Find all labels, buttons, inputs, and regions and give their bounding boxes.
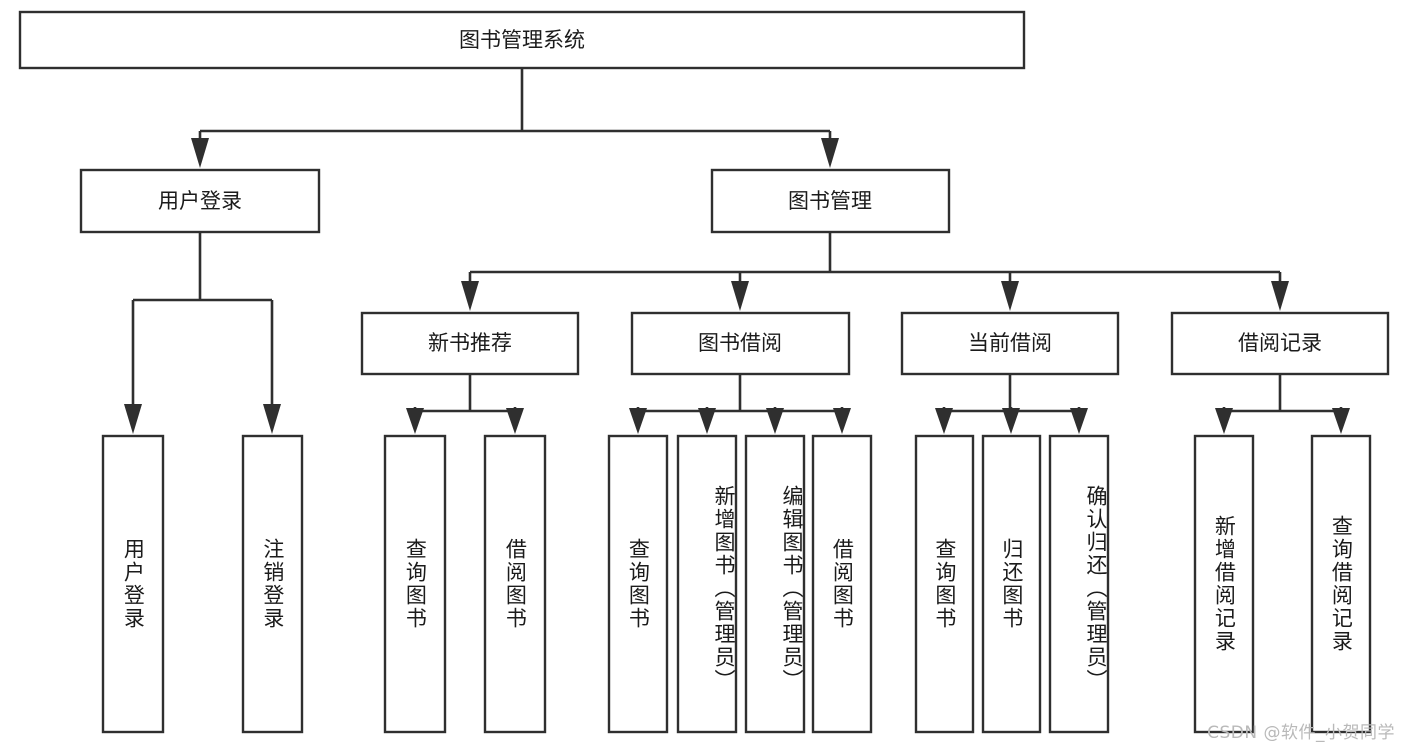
arrowheads-layer	[124, 138, 1350, 434]
node-leaf-add-record[interactable]	[1193, 434, 1255, 734]
arrow-icon-to-leaf-query-book-3	[935, 408, 953, 434]
node-current-borrow[interactable]	[900, 311, 1120, 376]
node-book-manage[interactable]	[710, 168, 951, 234]
node-book-manage-label: 图书管理	[788, 189, 872, 213]
arrow-icon-to-leaf-borrow-book-2	[833, 408, 851, 434]
arrow-icon-to-leaf-add-record	[1215, 408, 1233, 434]
arrow-icon-to-book-manage	[821, 138, 839, 168]
arrow-icon-to-current-borrow	[1001, 281, 1019, 311]
node-user-login[interactable]	[79, 168, 321, 234]
arrow-icon-to-book-borrow	[731, 281, 749, 311]
connectors-layer	[131, 68, 1343, 413]
arrow-icon-to-leaf-user-login	[124, 404, 142, 434]
node-leaf-query-book-3[interactable]	[914, 434, 975, 734]
node-borrow-record-label: 借阅记录	[1238, 331, 1322, 355]
node-root[interactable]	[18, 10, 1026, 70]
arrow-icon-to-leaf-edit-book	[766, 408, 784, 434]
node-leaf-query-book-2[interactable]	[607, 434, 669, 734]
node-new-book-recommend-label: 新书推荐	[428, 331, 512, 355]
arrow-icon-to-leaf-return-book	[1002, 408, 1020, 434]
arrow-icon-to-leaf-confirm-return	[1070, 408, 1088, 434]
arrow-icon-to-user-login	[191, 138, 209, 168]
arrow-icon-to-borrow-record	[1271, 281, 1289, 311]
node-user-login-label: 用户登录	[158, 189, 242, 213]
node-current-borrow-label: 当前借阅	[968, 331, 1052, 355]
arrow-icon-to-leaf-user-logout	[263, 404, 281, 434]
csdn-watermark: CSDN @软件_小贺同学	[1207, 723, 1395, 743]
node-new-book-recommend[interactable]	[360, 311, 580, 376]
arrow-icon-to-leaf-query-book-1	[406, 408, 424, 434]
node-leaf-user-login[interactable]	[101, 434, 165, 734]
node-leaf-borrow-book-2[interactable]	[811, 434, 873, 734]
arrow-icon-to-new-book-recommend	[461, 281, 479, 311]
node-root-label: 图书管理系统	[459, 28, 585, 52]
node-leaf-borrow-book-1[interactable]	[483, 434, 547, 734]
arrow-icon-to-leaf-query-book-2	[629, 408, 647, 434]
node-leaf-confirm-return[interactable]	[1048, 434, 1110, 734]
node-leaf-return-book[interactable]	[981, 434, 1042, 734]
node-leaf-add-book[interactable]	[676, 434, 738, 734]
arrow-icon-to-leaf-borrow-book-1	[506, 408, 524, 434]
node-leaf-query-book-1[interactable]	[383, 434, 447, 734]
node-borrow-record[interactable]	[1170, 311, 1390, 376]
arrow-icon-to-leaf-add-book	[698, 408, 716, 434]
node-book-borrow[interactable]	[630, 311, 851, 376]
node-leaf-query-record[interactable]	[1310, 434, 1372, 734]
nodes-layer: 图书管理系统 用户登录 图书管理 新书推荐 图书借阅 当前借阅 借阅记录	[18, 10, 1390, 734]
arrow-icon-to-leaf-query-record	[1332, 408, 1350, 434]
node-book-borrow-label: 图书借阅	[698, 331, 782, 355]
node-leaf-user-logout[interactable]	[241, 434, 304, 734]
node-leaf-edit-book[interactable]	[744, 434, 806, 734]
